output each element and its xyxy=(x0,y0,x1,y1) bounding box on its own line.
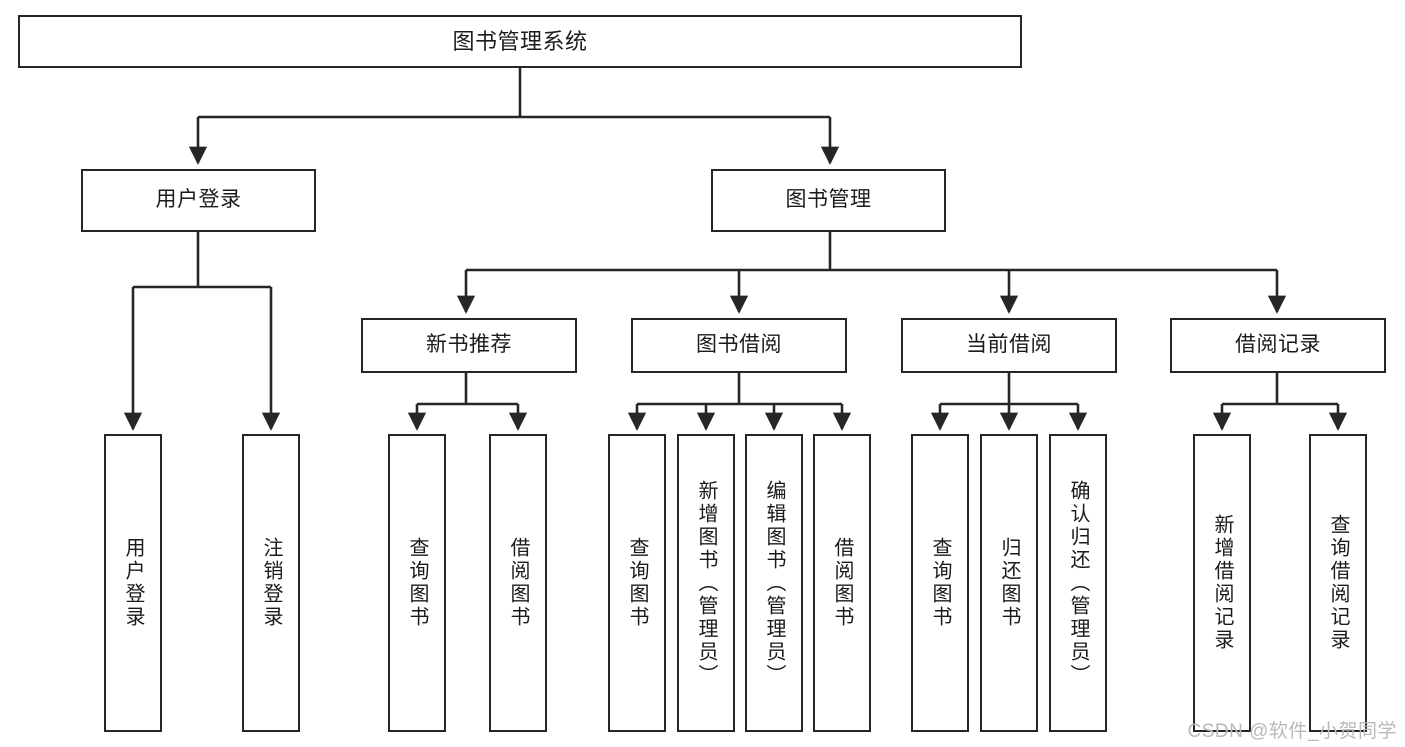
node-label: 借阅图书 xyxy=(831,537,853,629)
node-book-borrow[interactable]: 图书借阅 xyxy=(631,318,847,373)
node-label: 查询图书 xyxy=(929,537,951,629)
node-label: 新增借阅记录 xyxy=(1211,514,1233,652)
node-leaf-bb-query-book[interactable]: 查询图书 xyxy=(608,434,666,732)
node-new-book-recommend[interactable]: 新书推荐 xyxy=(361,318,577,373)
node-label: 查询图书 xyxy=(626,537,648,629)
node-label: 新增图书（管理员） xyxy=(695,479,717,687)
node-leaf-bb-borrow-book[interactable]: 借阅图书 xyxy=(813,434,871,732)
node-leaf-nb-query-book[interactable]: 查询图书 xyxy=(388,434,446,732)
node-leaf-br-query-record[interactable]: 查询借阅记录 xyxy=(1309,434,1367,732)
node-leaf-cb-query-book[interactable]: 查询图书 xyxy=(911,434,969,732)
node-label: 编辑图书（管理员） xyxy=(763,479,785,687)
node-borrow-record[interactable]: 借阅记录 xyxy=(1170,318,1386,373)
node-label: 新书推荐 xyxy=(426,333,512,357)
node-leaf-nb-borrow-book[interactable]: 借阅图书 xyxy=(489,434,547,732)
node-label: 图书管理 xyxy=(785,188,872,212)
node-leaf-logout[interactable]: 注销登录 xyxy=(242,434,300,732)
node-leaf-br-add-record[interactable]: 新增借阅记录 xyxy=(1193,434,1251,732)
node-label: 用户登录 xyxy=(155,188,242,212)
node-label: 归还图书 xyxy=(998,537,1020,629)
node-user-login[interactable]: 用户登录 xyxy=(81,169,316,232)
node-label: 图书管理系统 xyxy=(452,28,588,54)
node-label: 查询借阅记录 xyxy=(1327,514,1349,652)
node-leaf-bb-edit-book-admin[interactable]: 编辑图书（管理员） xyxy=(745,434,803,732)
node-leaf-user-login[interactable]: 用户登录 xyxy=(104,434,162,732)
node-leaf-bb-add-book-admin[interactable]: 新增图书（管理员） xyxy=(677,434,735,732)
node-root-book-management-system[interactable]: 图书管理系统 xyxy=(18,15,1022,68)
node-label: 确认归还（管理员） xyxy=(1067,479,1089,687)
node-label: 查询图书 xyxy=(406,537,428,629)
node-label: 注销登录 xyxy=(260,537,282,629)
node-book-management[interactable]: 图书管理 xyxy=(711,169,946,232)
node-label: 当前借阅 xyxy=(966,333,1052,357)
node-label: 借阅图书 xyxy=(507,537,529,629)
node-label: 借阅记录 xyxy=(1235,333,1321,357)
node-label: 图书借阅 xyxy=(696,333,782,357)
node-current-borrow[interactable]: 当前借阅 xyxy=(901,318,1117,373)
node-leaf-cb-return-book[interactable]: 归还图书 xyxy=(980,434,1038,732)
node-label: 用户登录 xyxy=(122,537,144,629)
node-leaf-cb-confirm-return-admin[interactable]: 确认归还（管理员） xyxy=(1049,434,1107,732)
